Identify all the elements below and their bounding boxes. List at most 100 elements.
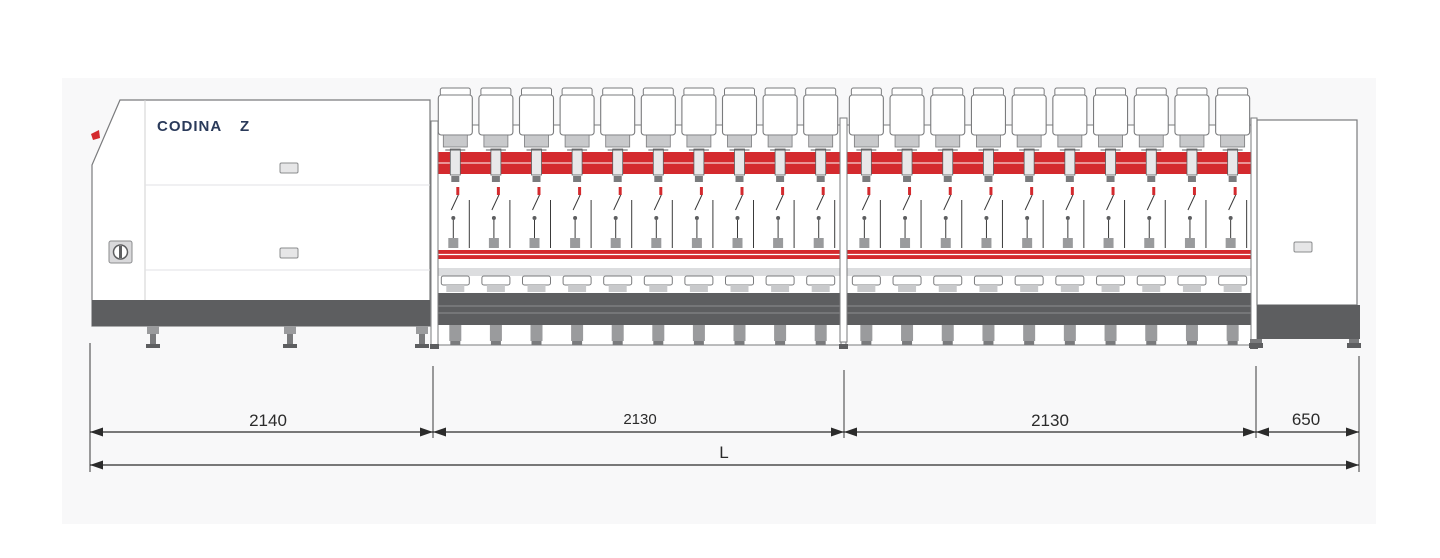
drum-base [446,285,465,292]
spindle-base [488,238,499,248]
bobbin-housing [889,94,925,136]
dimension-arrowhead [1346,427,1359,437]
yarn-line [1187,194,1196,211]
support-leg [1145,325,1158,341]
dimension-lines [89,343,1360,472]
drafting-arm [1023,148,1035,176]
yarn-guide [1106,176,1115,182]
traveler [654,216,659,220]
drum-base [938,285,957,292]
leg-foot [1227,341,1238,345]
yarn-guide [1065,176,1074,182]
yarn-line [1024,194,1033,211]
tail-panel-handle [1293,241,1313,253]
support-leg [901,325,914,341]
leg-foot [861,341,872,345]
yarn-line [775,194,784,211]
yarn-guide [573,176,582,182]
bobbin-housing [1052,94,1088,136]
traveler [694,216,699,220]
leg-foot [531,341,542,345]
support-leg [860,325,873,341]
support-leg [733,325,746,341]
post-foot [839,344,848,349]
support-leg [611,325,624,341]
lower-drum [806,275,836,286]
traveler [1106,216,1111,220]
red-clip [618,187,622,195]
bobbin-housing [1093,94,1129,136]
dim-label-head: 2140 [249,411,287,430]
spindle-base [651,238,662,248]
support-leg [1023,325,1036,341]
lower-drum [643,275,673,286]
spindle-base [1225,238,1236,248]
spindle-base [1022,238,1033,248]
bobbin-holder [1138,134,1164,148]
lower-drum [481,275,511,286]
tail-unit [1249,119,1361,348]
spindle-unit [600,87,636,345]
spindle-base [1184,238,1195,248]
support-leg [530,325,543,341]
yarn-guide [1228,176,1237,182]
yarn-guide [776,176,785,182]
bobbin-housing [930,94,966,136]
support-leg [692,325,705,341]
spindle-unit [848,87,884,345]
bobbin-housing [600,94,636,136]
spinning-sections [430,87,1258,349]
drum-base [689,285,708,292]
lower-drum [603,275,633,286]
spindle-base [529,238,540,248]
yarn-line [816,194,825,211]
bobbin-holder [1179,134,1205,148]
bobbin-holder [727,134,752,148]
spindle-base [448,238,459,248]
yarn-line [943,194,952,211]
yarn-guide [816,176,825,182]
traveler [943,216,948,220]
bobbin-holder [808,134,834,148]
drafting-arm [815,148,827,176]
support-leg [652,325,665,341]
brand-logo-mark: Z [240,118,250,135]
yarn-guide [613,176,622,182]
bobbin-holder [1016,134,1042,148]
lower-drum [892,275,922,286]
leg-foot [693,341,704,345]
dimension-arrowhead [1256,427,1269,437]
drum-base [979,285,998,292]
dim-label-tail: 650 [1292,410,1320,429]
spindle-unit [437,87,473,345]
dimension-arrowhead [90,427,103,437]
drafting-arm [734,148,745,176]
bobbin-housing [721,94,758,136]
section-dark-base [435,293,841,325]
spindle-base [1103,238,1114,248]
leg-foot [734,341,745,345]
lower-drum [1096,275,1126,286]
yarn-line [1065,194,1074,211]
bobbin-housing [1011,94,1047,136]
drum-base [486,285,505,292]
red-clip [989,187,993,195]
spindle-unit [1133,87,1169,345]
drafting-arm [693,148,705,176]
support-leg [814,325,827,341]
yarn-line [861,194,870,211]
drafting-arm [1227,148,1239,176]
dimension-arrowhead [433,427,446,437]
yarn-guide [654,176,663,182]
bobbin-holder [605,134,631,148]
drum-base [1142,285,1161,292]
leg-foot [815,341,826,345]
spindle-base [1062,238,1073,248]
bobbin-holder [853,134,879,148]
dimension-arrowhead [831,427,844,437]
yarn-line [613,194,622,211]
spindle-unit [889,87,925,345]
section-post [839,117,848,343]
